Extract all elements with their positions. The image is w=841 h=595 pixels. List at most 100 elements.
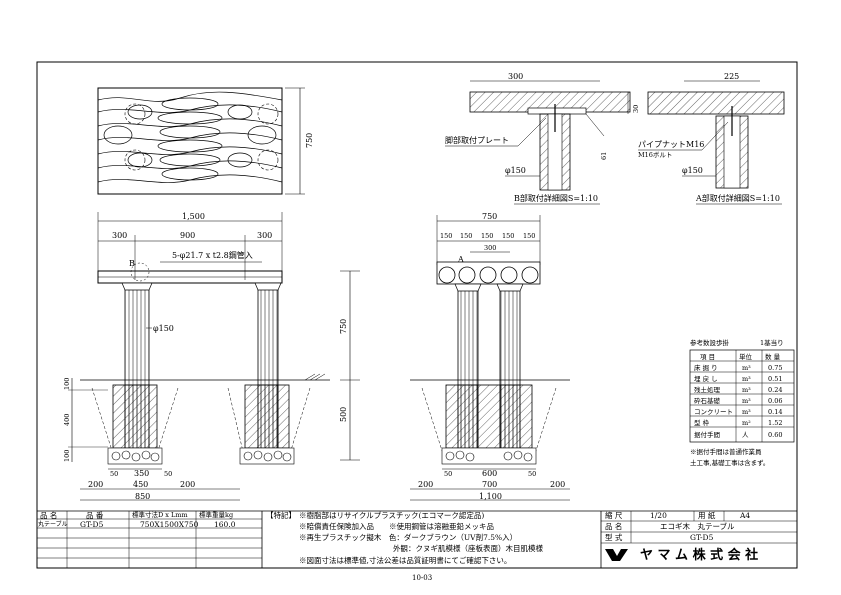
tb-remark-3: ※再生プラスチック擬木 色：ダークブラウン（UV剤7.5%入） [299,533,518,542]
qt-note-1: ※据付手間は普通作業員 [690,447,762,456]
qt-r1-qty: 0.75 [768,364,782,372]
detail-a: 225 30 61 パイプナットM16 M16ボルト φ150 A部取付詳細図S… [600,72,785,205]
detail-a-pipe-dia: φ150 [682,166,703,175]
front-foot-dim-3: 50 [164,470,172,478]
tb-model-label: 型 式 [605,533,623,542]
front-bottom-dim-1: 200 [88,480,103,489]
side-bottom-dim-2: 700 [482,480,497,489]
front-overall-dim: 1,500 [182,212,205,221]
front-bottom-dim-2: 450 [133,480,148,489]
front-seg-3: 300 [257,231,272,240]
qt-header-unit: 単位 [739,352,753,361]
qt-unit-note: 1基当り [760,338,784,347]
tb-row-size: 750X1500X750 [140,520,199,529]
tb-scale-label: 縮 尺 [605,511,623,520]
front-view: 1,500 300 900 300 5-φ21.7 x t2.8鋼管入 B φ1… [63,212,360,501]
side-marker-a: A [457,255,464,264]
detail-a-top-dim: 225 [724,72,739,81]
side-seg-1: 150 [440,232,452,240]
front-pipe-dia: φ150 [153,324,174,333]
tb-remark-4: 外観：クヌギ肌模様（座板表面）木目肌模様 [393,544,543,553]
detail-b-plate-label: 脚部取付プレート [445,135,509,145]
front-foot-dim-1: 50 [110,470,118,478]
qt-r2-qty: 0.51 [768,375,782,383]
front-side-dim-3: 100 [63,450,71,462]
side-seg-5: 150 [523,232,535,240]
qt-r3-item: 残土処理 [694,385,721,394]
front-foot-dim-2: 350 [134,469,149,478]
front-bolt-note: 5-φ21.7 x t2.8鋼管入 [172,250,253,260]
detail-b-top-dim: 300 [508,72,523,81]
front-seg-1: 300 [112,231,127,240]
qt-r4-qty: 0.06 [768,397,782,405]
tb-header-name: 品 名 [40,511,58,520]
front-marker-b: B [129,259,135,268]
side-total-dim: 1,100 [479,492,502,501]
tb-company: ヤ マ ム 株 式 会 社 [640,548,759,563]
side-foot-dim-3: 50 [528,470,536,478]
side-foot-dim-2: 600 [482,469,497,478]
qt-r4-unit: m³ [742,397,751,405]
plan-height-dim: 750 [305,133,314,148]
title-block [37,510,797,568]
qt-r6-item: 型 枠 [694,418,710,427]
qt-r1-unit: m³ [742,364,751,372]
qt-r5-unit: m³ [742,408,751,416]
qt-note-2: 土工事,基礎工事は含まず。 [690,458,769,467]
tb-remark-2: ※賠償責任保険加入品 ※使用鋼管は溶融亜鉛メッキ品 [299,522,494,531]
tb-header-weight: 標準重量kg [199,511,234,519]
detail-a-caption: A部取付詳細図S=1:10 [695,193,780,203]
qt-title: 参考数設歩掛 [690,338,730,347]
page-number: 10-03 [412,574,433,582]
qt-r5-qty: 0.14 [768,408,782,416]
side-bottom-dim-3: 200 [550,480,565,489]
tb-remark-1: ※樹脂部はリサイクルプラスチック(エコマーク認定品) [299,511,485,520]
tb-header-code: 品 番 [86,511,104,520]
qt-r7-item: 据付手間 [694,430,720,439]
qt-r2-item: 埋 戻 し [694,374,718,383]
quantity-table: 参考数設歩掛 1基当り 項 目 単位 数 量 床 掘 り m³ 0.75 埋 戻… [689,338,795,467]
tb-header-size: 標準寸法D x Lmm [132,511,188,519]
tb-row-code: GT-D5 [80,520,104,529]
qt-r7-unit: 人 [742,431,749,439]
side-seg-4: 150 [502,232,514,240]
tb-row-weight: 160.0 [214,520,236,529]
front-bottom-dim-3: 200 [180,480,195,489]
qt-r4-item: 砕石基礎 [694,396,721,405]
qt-r3-unit: m³ [742,386,751,394]
detail-a-dim-30: 30 [632,105,640,113]
qt-header-qty: 数 量 [765,352,781,361]
tb-name-label: 品 名 [605,522,623,531]
tb-paper-value: A4 [740,511,751,520]
qt-r5-item: コンクリート [694,408,733,416]
detail-a-dim-61: 61 [600,152,608,160]
top-plan-view: 750 [97,87,314,195]
side-seg-2: 150 [460,232,472,240]
tb-remarks-label: 【特記】 [266,511,296,520]
detail-b-pipe-dia: φ150 [505,166,526,175]
detail-b-caption: B部取付詳細図S=1:10 [514,193,598,203]
detail-a-bolt-label: M16ボルト [638,151,672,159]
front-total-dim: 850 [135,492,150,501]
qt-r2-unit: m³ [742,375,751,383]
side-overall-dim: 750 [482,212,497,221]
qt-r3-qty: 0.24 [768,386,782,394]
front-side-dim-2: 400 [63,414,71,426]
detail-b: 300 脚部取付プレート φ150 B部取付詳細図S=1:10 [445,72,631,205]
qt-header-item: 項 目 [700,353,715,361]
front-seg-2: 900 [180,231,195,240]
qt-r1-item: 床 掘 り [694,363,718,372]
side-bottom-dim-1: 200 [418,480,433,489]
detail-a-nut-label: パイプナットM16 [638,140,704,149]
tb-model-value: GT-D5 [690,533,714,542]
front-below-dim: 500 [339,407,348,422]
qt-r6-qty: 1.52 [768,419,782,427]
qt-r6-unit: m² [742,419,751,427]
qt-r7-qty: 0.60 [768,431,782,439]
tb-row-name: 丸テーブル [38,521,68,528]
tb-remark-5: ※図面寸法は標準値,寸法公差は品質証明書にてご確認下さい。 [299,556,512,565]
tb-paper-label: 用 紙 [698,511,716,520]
side-seg-3: 150 [481,232,493,240]
side-view: 750 150 150 150 150 150 300 A 50 600 [410,212,570,501]
